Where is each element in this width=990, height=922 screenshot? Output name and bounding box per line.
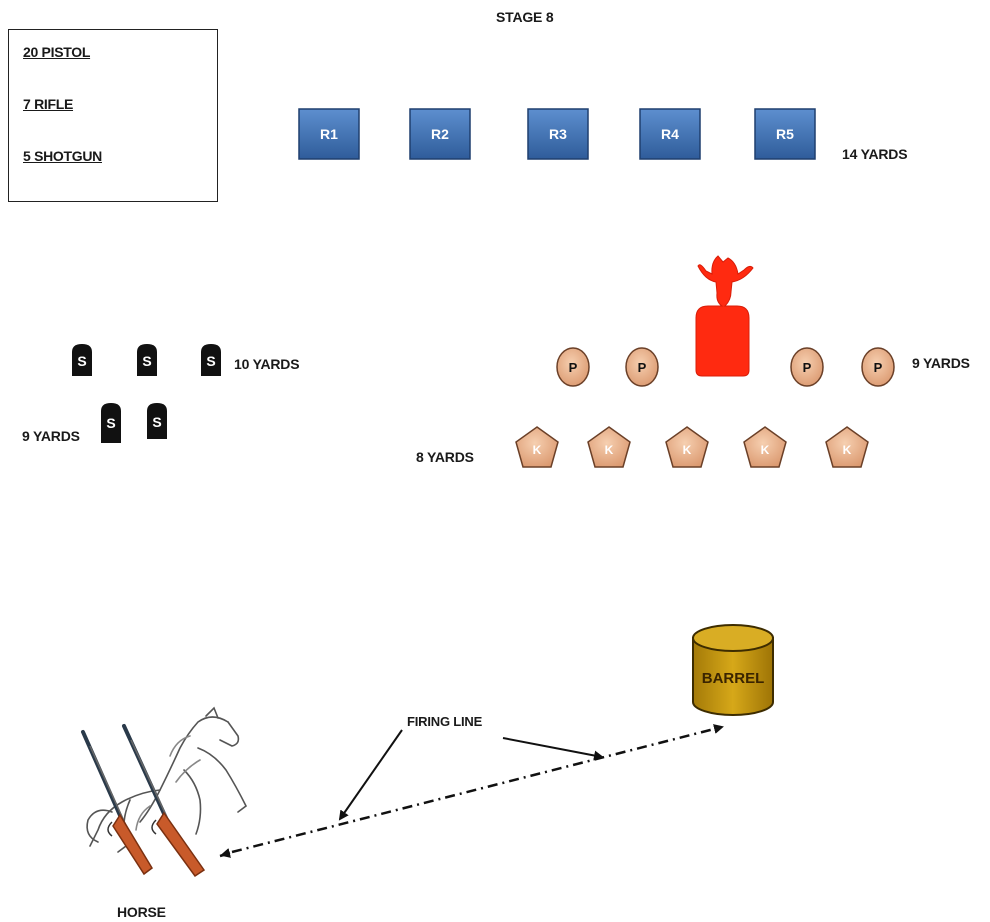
shotgun-target-glyph: S bbox=[77, 353, 86, 369]
shotgun-target-glyph: S bbox=[152, 414, 161, 430]
pistol-target: P bbox=[625, 347, 659, 387]
pistol-target-glyph: P bbox=[638, 360, 647, 375]
rifle-icon bbox=[81, 730, 153, 876]
rifle-target: R1 bbox=[298, 108, 360, 160]
shotgun-back-distance-label: 10 YARDS bbox=[234, 356, 300, 372]
shotgun-target: S bbox=[72, 344, 92, 376]
rifle-target: R2 bbox=[409, 108, 471, 160]
barrel-label: BARREL bbox=[702, 670, 765, 687]
pistol-round-count: 20 PISTOL bbox=[23, 44, 91, 60]
shotgun-target: S bbox=[137, 344, 157, 376]
knockdown-distance-label: 8 YARDS bbox=[416, 449, 474, 465]
knockdown-target-glyph: K bbox=[761, 443, 770, 457]
pistol-target-glyph: P bbox=[874, 360, 883, 375]
rifle-round-count: 7 RIFLE bbox=[23, 96, 74, 112]
knockdown-targets: K K K K K bbox=[515, 426, 869, 468]
pistol-target: P bbox=[790, 347, 824, 387]
knockdown-target: K bbox=[665, 426, 709, 468]
knockdown-target: K bbox=[515, 426, 559, 468]
pistol-distance-label: 9 YARDS bbox=[912, 355, 970, 371]
rifle-targets: R1 R2 R3 R4 R5 bbox=[298, 108, 816, 160]
knockdown-target-glyph: K bbox=[533, 443, 542, 457]
rifle-target-label: R3 bbox=[549, 126, 567, 142]
knockdown-target-glyph: K bbox=[843, 443, 852, 457]
shotgun-front-distance-label: 9 YARDS bbox=[22, 428, 80, 444]
pistol-target: P bbox=[861, 347, 895, 387]
firing-line bbox=[219, 724, 724, 858]
knockdown-target-glyph: K bbox=[605, 443, 614, 457]
cowboy-target bbox=[695, 255, 754, 377]
rifle-target-label: R4 bbox=[661, 126, 679, 142]
shotgun-target-glyph: S bbox=[106, 415, 115, 431]
rifle-target-label: R2 bbox=[431, 126, 449, 142]
pistol-target-glyph: P bbox=[803, 360, 812, 375]
knockdown-target: K bbox=[743, 426, 787, 468]
knockdown-target: K bbox=[825, 426, 869, 468]
knockdown-target: K bbox=[587, 426, 631, 468]
rifle-target-label: R1 bbox=[320, 126, 338, 142]
shotgun-target: S bbox=[201, 344, 221, 376]
horse-illustration bbox=[81, 706, 248, 878]
shotgun-target: S bbox=[147, 403, 167, 439]
round-count-box: 20 PISTOL 7 RIFLE 5 SHOTGUN bbox=[8, 29, 218, 202]
rifle-target-label: R5 bbox=[776, 126, 794, 142]
rifle-icon bbox=[122, 724, 206, 878]
shotgun-targets: S S S S S bbox=[72, 344, 221, 443]
shotgun-target-glyph: S bbox=[142, 353, 151, 369]
shotgun-round-count: 5 SHOTGUN bbox=[23, 148, 102, 164]
firing-line-label: FIRING LINE bbox=[407, 714, 483, 729]
rifle-target: R3 bbox=[527, 108, 589, 160]
shotgun-target: S bbox=[101, 403, 121, 443]
knockdown-target-glyph: K bbox=[683, 443, 692, 457]
horse-label: HORSE bbox=[117, 904, 166, 920]
rifle-distance-label: 14 YARDS bbox=[842, 146, 908, 162]
stage-title: STAGE 8 bbox=[496, 9, 554, 25]
rifle-target: R4 bbox=[639, 108, 701, 160]
pistol-target-glyph: P bbox=[569, 360, 578, 375]
barrel: BARREL bbox=[692, 624, 774, 716]
shotgun-target-glyph: S bbox=[206, 353, 215, 369]
rifle-target: R5 bbox=[754, 108, 816, 160]
pistol-target: P bbox=[556, 347, 590, 387]
pistol-targets: P P P P bbox=[556, 347, 895, 387]
firing-line-callouts bbox=[338, 729, 604, 821]
